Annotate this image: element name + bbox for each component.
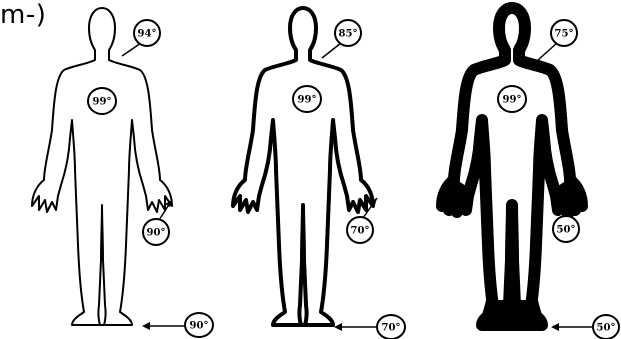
body-outline <box>32 8 172 325</box>
figure-3-foot-callout: 50° <box>551 315 619 339</box>
figure-2-core-callout: 99° <box>293 86 321 112</box>
figure-1-core-callout: 99° <box>88 88 116 114</box>
core-temp-label: 99° <box>503 95 522 106</box>
foot-temp-label: 50° <box>597 323 616 334</box>
body-outline <box>233 8 373 325</box>
figure-3 <box>441 8 583 327</box>
figure-2 <box>233 8 373 325</box>
hand-temp-label: 90° <box>147 228 166 239</box>
core-temp-label: 99° <box>93 97 112 108</box>
figure-1-foot-callout: 90° <box>142 313 213 337</box>
foot-temp-label: 70° <box>382 323 401 334</box>
hand-temp-label: 70° <box>351 226 370 237</box>
dark-right-foot <box>512 300 544 327</box>
dark-left-foot <box>480 300 512 327</box>
shoulder-temp-label: 75° <box>555 29 574 40</box>
figure-1-shoulder-callout: 94° <box>122 20 160 56</box>
figure-3-core-callout: 99° <box>498 86 526 112</box>
figure-3-shoulder-callout: 75° <box>538 20 577 60</box>
figure-1 <box>32 8 172 325</box>
core-temp-label: 99° <box>298 95 317 106</box>
figure-2-foot-callout: 70° <box>334 315 405 339</box>
body-outline-thick <box>442 8 582 325</box>
figure-2-shoulder-callout: 85° <box>322 20 361 58</box>
shoulder-temp-label: 94° <box>138 29 157 40</box>
hand-temp-label: 50° <box>557 225 576 236</box>
foot-temp-label: 90° <box>190 321 209 332</box>
shoulder-temp-label: 85° <box>339 29 358 40</box>
